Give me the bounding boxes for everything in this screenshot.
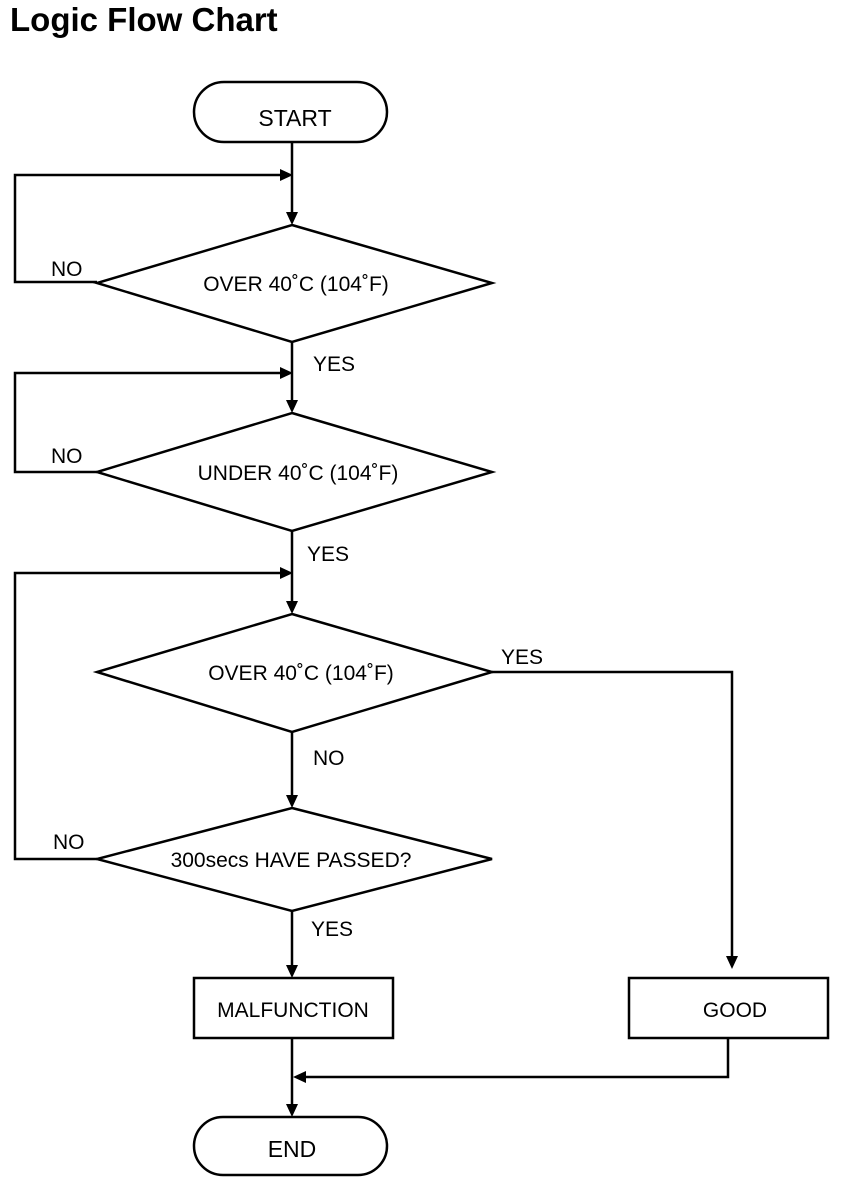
arrowhead	[280, 169, 293, 181]
decision-1-label: OVER 40˚C (104˚F)	[203, 273, 389, 296]
edge-label-d3-yes: YES	[501, 646, 543, 669]
decision-under-40c: UNDER 40˚C (104˚F)	[92, 411, 497, 533]
page-title: Logic Flow Chart	[10, 1, 278, 38]
decision-2-label: UNDER 40˚C (104˚F)	[198, 462, 399, 485]
edge-d2-no-loop	[13, 371, 282, 474]
arrowhead	[286, 400, 298, 413]
decision-over-40c-2: OVER 40˚C (104˚F)	[92, 612, 497, 734]
edge-d1-no-loop	[13, 173, 282, 284]
arrowhead	[286, 212, 298, 225]
good-box: GOOD	[627, 976, 830, 1040]
edge-good-to-end	[304, 1038, 730, 1079]
arrowhead	[286, 601, 298, 614]
edge-label-d1-yes: YES	[313, 353, 355, 376]
edge-d3-yes-to-good	[492, 670, 734, 958]
edge-label-d2-no: NO	[51, 445, 83, 468]
decision-3-label: OVER 40˚C (104˚F)	[208, 662, 394, 685]
arrowhead	[280, 367, 293, 379]
arrowhead	[280, 567, 293, 579]
edge-label-d4-no: NO	[53, 831, 85, 854]
decision-300secs: 300secs HAVE PASSED?	[92, 806, 493, 913]
edge-label-d2-yes: YES	[307, 543, 349, 566]
start-terminal: START	[192, 80, 389, 144]
malfunction-box: MALFUNCTION	[192, 976, 395, 1040]
edge-d4-no-loop	[13, 571, 282, 861]
good-label: GOOD	[703, 999, 767, 1022]
arrowhead	[286, 1104, 298, 1117]
edge-label-d4-yes: YES	[311, 918, 353, 941]
malfunction-label: MALFUNCTION	[217, 999, 369, 1022]
edge-label-d1-no: NO	[51, 258, 83, 281]
edge-label-d3-no: NO	[313, 747, 345, 770]
arrowhead	[286, 795, 298, 808]
decision-4-label: 300secs HAVE PASSED?	[171, 849, 412, 872]
end-terminal: END	[192, 1115, 389, 1177]
decision-over-40c-1: OVER 40˚C (104˚F)	[92, 223, 497, 344]
arrowhead	[286, 965, 298, 978]
end-label: END	[268, 1136, 317, 1162]
arrowhead	[293, 1071, 306, 1083]
arrowhead	[726, 956, 738, 969]
start-label: START	[258, 105, 331, 131]
